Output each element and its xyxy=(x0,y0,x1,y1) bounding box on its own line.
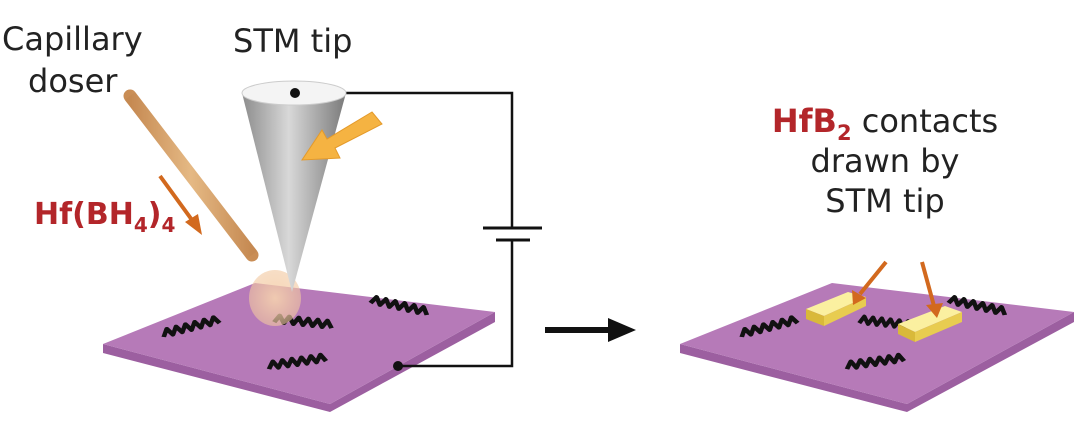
hfb2-contact-left xyxy=(806,292,866,326)
stm-tip xyxy=(241,80,347,292)
result-label-line2: drawn by xyxy=(811,142,960,180)
current-arrow-icon xyxy=(301,111,383,161)
stm-tip-label: STM tip xyxy=(233,22,352,60)
wire-tip-dot xyxy=(290,88,300,98)
pointer-arrow-icon xyxy=(852,260,943,318)
capillary-doser xyxy=(123,89,259,262)
flow-arrow-icon xyxy=(158,174,202,235)
result-label-line1: HfB2 contacts xyxy=(772,102,998,145)
wire-contact-dot xyxy=(393,361,403,371)
process-arrow-icon xyxy=(545,318,636,342)
right-panel: HfB2 contacts drawn by STM tip xyxy=(680,102,1074,412)
substrate xyxy=(103,283,495,412)
substrate-result xyxy=(680,283,1074,412)
hfb2-contact-right xyxy=(898,306,962,342)
result-label-line3: STM tip xyxy=(825,182,944,220)
precursor-label: Hf(BH4)4 xyxy=(34,197,175,237)
circuit-wire xyxy=(295,91,514,368)
precursor-cloud xyxy=(249,270,301,326)
battery-icon xyxy=(483,226,542,242)
